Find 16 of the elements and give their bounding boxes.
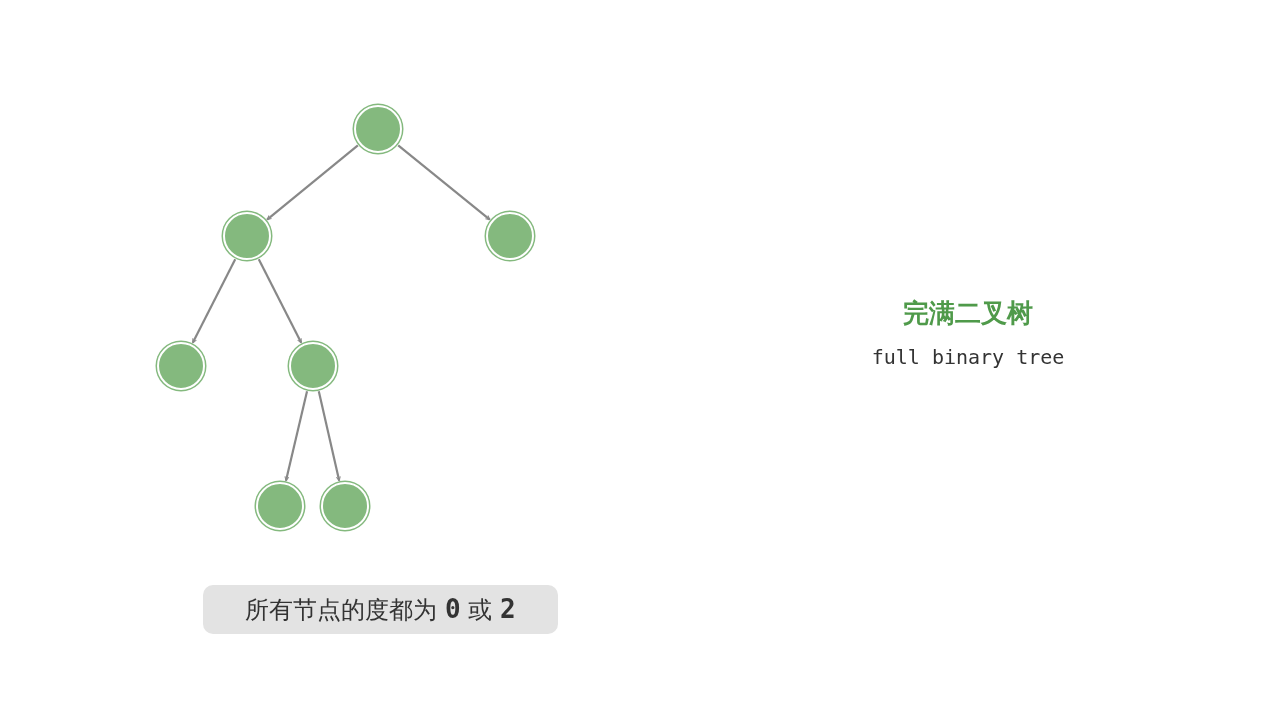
arrow xyxy=(257,258,303,344)
tree-node-circle xyxy=(321,482,369,530)
tree-node-circle xyxy=(486,212,534,260)
tree-node-circle xyxy=(256,482,304,530)
tree-node-circle xyxy=(157,342,205,390)
arrow xyxy=(317,391,341,482)
arrow xyxy=(266,144,359,221)
tree-node-circle xyxy=(354,105,402,153)
tree-node-circle xyxy=(223,212,271,260)
subtitle: full binary tree xyxy=(870,345,1066,369)
note-box: 所有节点的度都为 0 或 2 xyxy=(203,585,558,634)
title: 完满二叉树 xyxy=(902,297,1034,330)
arrow xyxy=(284,391,309,482)
tree-node-circle xyxy=(289,342,337,390)
arrow xyxy=(397,144,491,221)
arrow xyxy=(191,258,237,344)
